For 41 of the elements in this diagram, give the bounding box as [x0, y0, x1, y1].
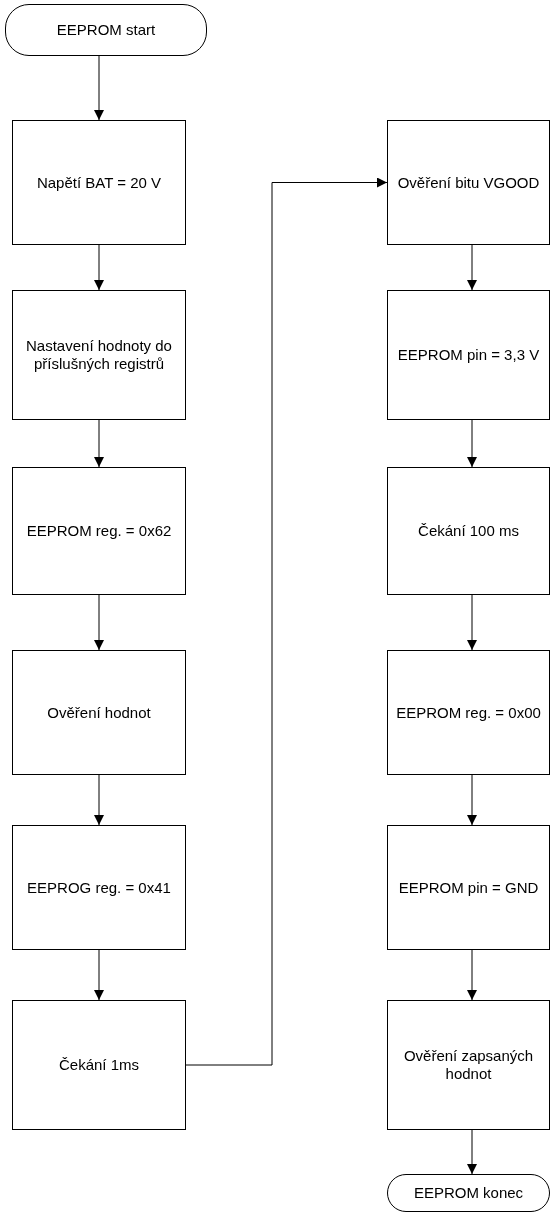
process-box — [12, 650, 186, 775]
node-text: Nastavení hodnoty do příslušných registrů — [25, 337, 173, 373]
process-box — [387, 290, 550, 420]
node-text: Ověření bitu VGOOD — [397, 173, 540, 192]
node-text: EEPROM pin = 3,3 V — [397, 346, 540, 364]
process-box — [12, 825, 186, 950]
node-text: EEPROM konec — [413, 1184, 524, 1202]
node-text: Čekání 1ms — [58, 1056, 139, 1074]
node-text: EEPROM start — [56, 21, 156, 39]
process-box — [387, 467, 550, 595]
arrow — [467, 774, 477, 826]
node-text: EEPROM pin = GND — [398, 878, 539, 897]
process-box — [387, 1000, 550, 1130]
node-text: Ověření hodnot — [47, 703, 151, 722]
process-box — [387, 650, 550, 775]
arrow — [94, 949, 104, 1001]
arrow — [185, 177, 388, 1066]
arrow — [94, 244, 104, 291]
node-text: Napětí BAT = 20 V — [36, 173, 162, 192]
node-text: Ověření zapsaných hodnot — [402, 1047, 535, 1083]
arrow — [467, 244, 477, 291]
process-box — [12, 467, 186, 595]
arrow — [467, 594, 477, 651]
process-box — [387, 120, 550, 245]
process-box — [12, 120, 186, 245]
process-box — [12, 1000, 186, 1130]
arrow — [94, 774, 104, 826]
node-text: EEPROM reg. = 0x00 — [396, 703, 541, 722]
arrow — [94, 594, 104, 651]
node-text: Čekání 100 ms — [418, 522, 519, 540]
arrow — [467, 419, 477, 468]
process-box — [387, 825, 550, 950]
node-text: EEPROM reg. = 0x62 — [26, 522, 172, 540]
arrow — [467, 949, 477, 1001]
node-text: EEPROG reg. = 0x41 — [27, 878, 171, 897]
arrow — [94, 55, 104, 121]
terminal-node — [5, 4, 207, 56]
terminal-node — [387, 1174, 550, 1212]
arrow — [467, 1129, 477, 1175]
arrow — [94, 419, 104, 468]
process-box — [12, 290, 186, 420]
